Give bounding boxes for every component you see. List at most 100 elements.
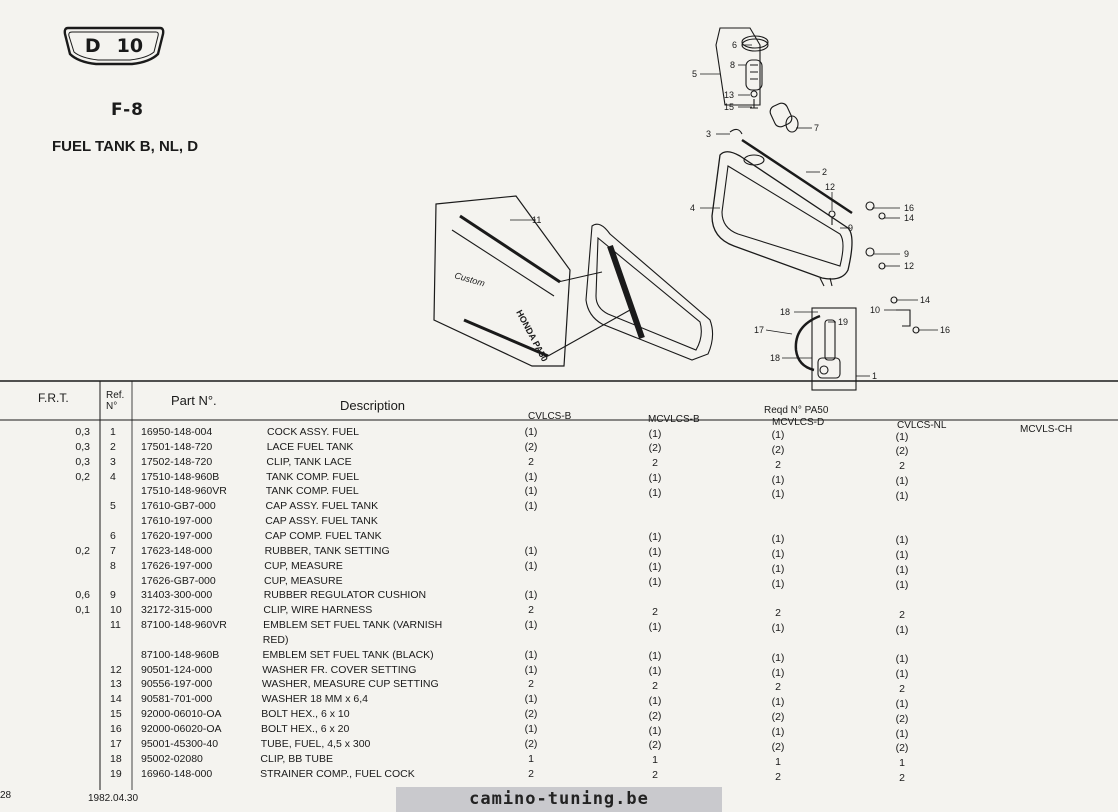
cell-part: 16960-148-000	[141, 767, 213, 780]
cell-qty: 2	[775, 458, 781, 471]
cell-qty: (1)	[895, 623, 909, 636]
cell-qty: (1)	[648, 576, 662, 588]
header-model-5: MCVLS-CH	[1020, 424, 1073, 435]
cell-qty: (1)	[895, 430, 909, 443]
cell-qty: (1)	[771, 622, 785, 635]
header-frt: F.R.T.	[38, 391, 69, 405]
cell-desc: TUBE, FUEL, 4,5 x 300	[260, 737, 371, 750]
callout-label: 9	[904, 249, 909, 259]
cell-qty: (1)	[524, 470, 538, 483]
cell-ref: 3	[110, 455, 116, 468]
callout-label: 15	[724, 102, 734, 112]
cell-qty: (2)	[895, 445, 909, 458]
header-ref: Ref. N°	[106, 390, 124, 412]
cell-qty: 2	[652, 605, 658, 618]
cell-ref: 16	[110, 723, 122, 735]
callout-label: 9	[848, 223, 853, 233]
cell-qty: (2)	[771, 740, 785, 753]
cell-qty: 1	[652, 754, 658, 767]
cell-part: 17626-GB7-000	[141, 574, 216, 587]
cell-qty: (1)	[524, 559, 538, 572]
cell-ref: 8	[110, 559, 116, 572]
cell-desc: EMBLEM SET FUEL TANK (VARNISH	[263, 619, 443, 632]
cell-qty: (2)	[648, 442, 662, 455]
cell-qty: (1)	[648, 427, 662, 440]
table-row: 19 16960-148-000 STRAINER COMP., FUEL COCK…	[0, 767, 1118, 785]
cell-part: 17620-197-000	[141, 529, 213, 542]
cell-ref: 10	[110, 604, 122, 617]
cell-qty: (1)	[895, 668, 909, 681]
cell-desc: WASHER, MEASURE CUP SETTING	[261, 678, 439, 691]
cell-part: 90556-197-000	[141, 678, 213, 691]
cell-part: 16950-148-004	[141, 426, 213, 438]
callout-label: 18	[780, 307, 790, 317]
cell-desc: CLIP, TANK LACE	[266, 455, 352, 468]
cell-part: 95001-45300-40	[141, 737, 219, 750]
cell-qty: (2)	[524, 708, 538, 721]
cell-qty: (1)	[895, 489, 909, 502]
cell-ref: 5	[110, 500, 116, 513]
callout-label: 16	[940, 325, 950, 335]
callout-label: 14	[904, 213, 914, 223]
callout-label: 1	[872, 371, 877, 381]
cell-qty: (1)	[648, 665, 662, 678]
cell-part: 17623-148-000	[141, 544, 213, 557]
cell-qty: (1)	[771, 577, 785, 590]
cell-desc: CAP COMP. FUEL TANK	[264, 529, 382, 542]
figure-code: F-8	[111, 100, 144, 120]
cell-qty: (1)	[648, 620, 662, 633]
cell-desc: BOLT HEX., 6 x 10	[261, 708, 350, 721]
cell-ref: 9	[110, 589, 116, 602]
cell-desc: RUBBER, TANK SETTING	[264, 544, 390, 557]
cell-qty: (1)	[771, 473, 785, 486]
cell-desc: BOLT HEX., 6 x 20	[261, 723, 350, 735]
cell-part: 17510-148-960B	[141, 470, 220, 483]
cell-qty: (2)	[771, 443, 785, 456]
cell-qty: 2	[775, 681, 781, 694]
cell-qty: (1)	[771, 666, 785, 679]
cell-ref: 4	[110, 470, 116, 483]
cell-part: 95002-02080	[141, 752, 203, 765]
cell-qty: (1)	[895, 534, 909, 547]
publication-date: 1982.04.30	[88, 793, 139, 804]
cell-qty: (1)	[648, 531, 662, 544]
callout-label: 12	[825, 182, 835, 192]
cell-qty: 1	[775, 755, 781, 768]
cell-qty: 2	[775, 607, 781, 620]
site-watermark: camino-tuning.be	[396, 787, 722, 812]
cell-part: 90581-701-000	[141, 693, 213, 706]
cell-part: 17502-148-720	[141, 455, 213, 468]
section-badge	[63, 26, 165, 66]
cell-qty: (1)	[895, 549, 909, 562]
cell-ref: 15	[110, 708, 122, 721]
cell-qty: (1)	[771, 696, 785, 709]
cell-part: 31403-300-000	[141, 589, 213, 602]
cell-qty: 1	[899, 757, 905, 770]
cell-qty: 2	[528, 604, 534, 617]
cell-qty: (1)	[524, 485, 538, 498]
cell-qty: (1)	[895, 579, 909, 591]
cell-desc: RED)	[262, 633, 289, 646]
cell-qty: (1)	[524, 619, 538, 632]
cell-qty: (2)	[895, 712, 909, 725]
callout-label: 7	[814, 123, 819, 133]
callout-label: 13	[724, 90, 734, 100]
cell-ref: 19	[110, 767, 122, 780]
cell-desc: STRAINER COMP., FUEL COCK	[260, 767, 415, 780]
emblem-script-text: Custom	[453, 270, 486, 288]
cell-desc: CLIP, BB TUBE	[260, 752, 333, 765]
cell-frt: 0,2	[75, 544, 90, 557]
